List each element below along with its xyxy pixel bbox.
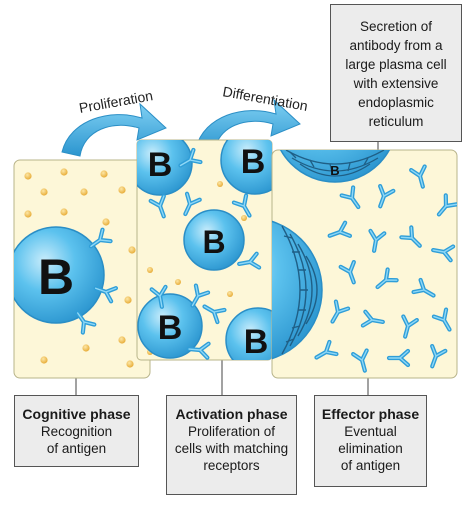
b-cell: [183, 209, 245, 271]
antigen-dots: [24, 168, 144, 368]
cognitive-phase-callout: Cognitive phase Recognition of antigen: [14, 395, 139, 467]
b-cell: [137, 293, 203, 359]
plasma-cell: [272, 150, 398, 183]
b-cell-label: B: [202, 224, 225, 260]
secretion-line: antibody from a: [349, 38, 443, 53]
secretion-line: endoplasmic: [358, 95, 434, 110]
activation-phase-callout: Activation phase Proliferation of cells …: [166, 395, 297, 495]
secretion-note: Secretion of antibody from a large plasm…: [330, 4, 462, 142]
b-cell: [225, 307, 272, 360]
b-cell: [137, 140, 193, 196]
differentiation-label: Differentiation: [221, 83, 309, 114]
phase-line: of antigen: [340, 458, 401, 473]
phase-line: cells with matching: [174, 441, 289, 456]
cognitive-phase-panel: B: [13, 159, 151, 379]
secretion-line: reticulum: [368, 114, 424, 129]
endoplasmic-reticulum: [281, 225, 318, 355]
effector-phase-callout: Effector phase Eventual elimination of a…: [314, 395, 427, 487]
plasma-cell-label: B: [330, 163, 339, 178]
phase-line: elimination: [338, 441, 403, 456]
secretion-line: Secretion of: [359, 19, 433, 34]
secretion-line: with extensive: [353, 76, 439, 91]
effector-phase-panel: B: [271, 149, 458, 379]
b-cell: [220, 140, 272, 195]
phase-line: Recognition: [40, 424, 113, 439]
phase-line: of antigen: [46, 441, 107, 456]
b-cell-label: B: [38, 249, 74, 305]
plasma-cell: [272, 217, 323, 363]
secretion-line: large plasma cell: [345, 57, 447, 72]
b-cell-label: B: [244, 323, 269, 361]
phase-title: Effector phase: [321, 406, 420, 422]
phase-line: Proliferation of: [187, 424, 276, 439]
b-cell-label: B: [148, 146, 173, 184]
phase-line: receptors: [203, 458, 260, 473]
proliferation-arrow: [61, 102, 167, 157]
phase-title: Activation phase: [175, 406, 288, 422]
b-cell: [14, 226, 105, 324]
phase-line: Eventual: [344, 424, 397, 439]
phase-title: Cognitive phase: [22, 406, 131, 422]
activation-phase-panel: B B B B B: [136, 139, 273, 361]
b-cell-label: B: [241, 143, 266, 181]
b-cell-label: B: [158, 309, 183, 347]
